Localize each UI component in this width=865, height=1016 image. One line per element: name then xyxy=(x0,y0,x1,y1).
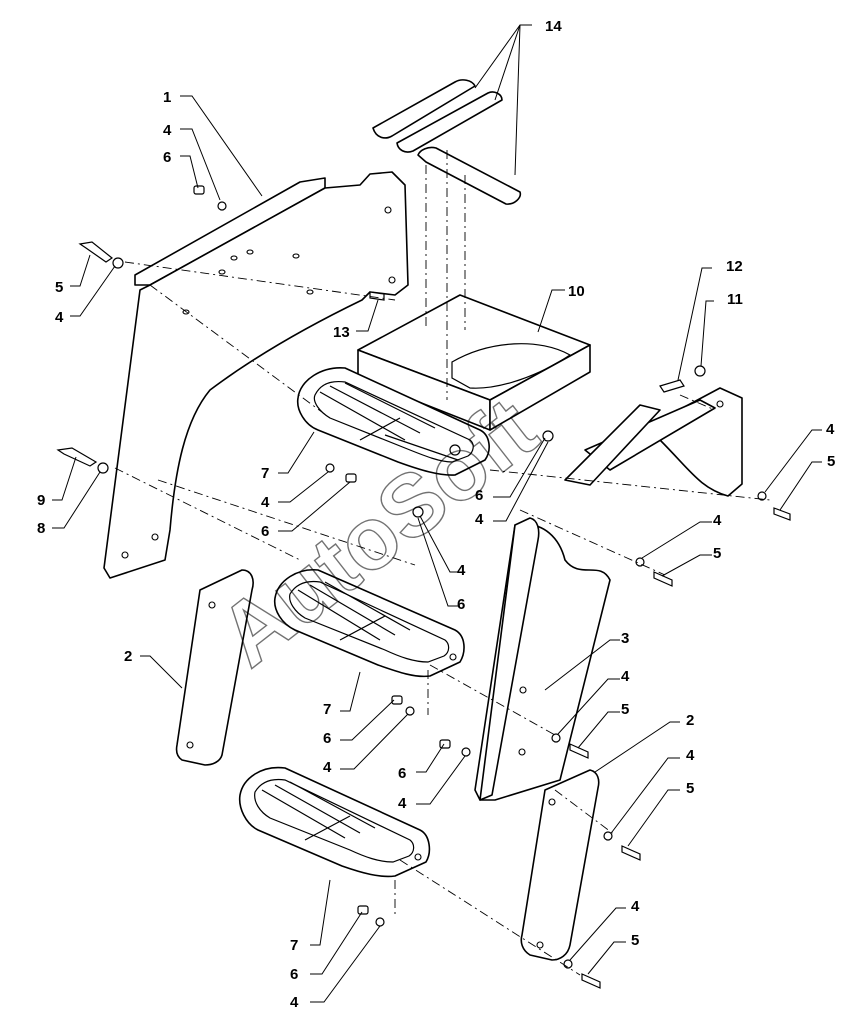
callout-label: 8 xyxy=(37,520,45,537)
callout-label: 11 xyxy=(727,291,743,308)
callout-label: 6 xyxy=(290,966,298,983)
callout-label: 4 xyxy=(621,668,630,685)
callout-label: 7 xyxy=(323,701,331,718)
part-1-left-frame xyxy=(103,171,409,579)
callout-label: 4 xyxy=(261,494,270,511)
callout-label: 3 xyxy=(621,630,629,647)
callout-label: 13 xyxy=(333,324,350,341)
callout-label: 5 xyxy=(686,780,694,797)
part-3-right-frame xyxy=(474,517,611,801)
callout-label: 4 xyxy=(398,795,407,812)
callout-label: 6 xyxy=(475,487,483,504)
callout-label: 4 xyxy=(631,898,640,915)
callout-label: 4 xyxy=(55,309,64,326)
callout-label: 6 xyxy=(457,596,465,613)
part-14-strips xyxy=(372,79,522,205)
part-7-step-middle xyxy=(273,569,465,678)
callout-leader-lines xyxy=(52,24,822,1003)
callout-label: 5 xyxy=(55,279,63,296)
callout-label: 4 xyxy=(290,994,299,1011)
callout-label: 4 xyxy=(475,511,484,528)
callout-label: 5 xyxy=(827,453,835,470)
callout-label: 10 xyxy=(568,283,585,300)
callout-label: 4 xyxy=(826,421,835,438)
callout-label: 2 xyxy=(686,712,694,729)
assembly-center-lines xyxy=(114,150,771,976)
callout-label: 7 xyxy=(261,465,269,482)
callout-label: 4 xyxy=(686,747,695,764)
callout-label: 5 xyxy=(631,932,639,949)
callout-label: 4 xyxy=(323,759,332,776)
part-10-platform xyxy=(357,294,591,431)
callout-label: 12 xyxy=(726,258,743,275)
callout-label: 4 xyxy=(163,122,172,139)
part-7-step-bottom xyxy=(238,766,431,878)
callout-numbers: 14 1 4 6 5 4 13 10 12 11 7 4 6 9 8 6 4 4… xyxy=(37,18,835,1011)
part-2-plate-left xyxy=(175,569,254,766)
callout-label: 5 xyxy=(621,701,629,718)
callout-label: 6 xyxy=(163,149,171,166)
callout-label: 6 xyxy=(398,765,406,782)
right-frame-housing xyxy=(564,387,743,497)
callout-label: 2 xyxy=(124,648,132,665)
callout-label: 9 xyxy=(37,492,45,509)
callout-label: 1 xyxy=(163,89,171,106)
callout-label: 4 xyxy=(457,562,466,579)
callout-label: 14 xyxy=(545,18,562,35)
part-2-plate-right xyxy=(520,769,600,961)
callout-label: 7 xyxy=(290,937,298,954)
callout-label: 4 xyxy=(713,512,722,529)
callout-label: 6 xyxy=(261,523,269,540)
callout-label: 5 xyxy=(713,545,721,562)
callout-label: 6 xyxy=(323,730,331,747)
